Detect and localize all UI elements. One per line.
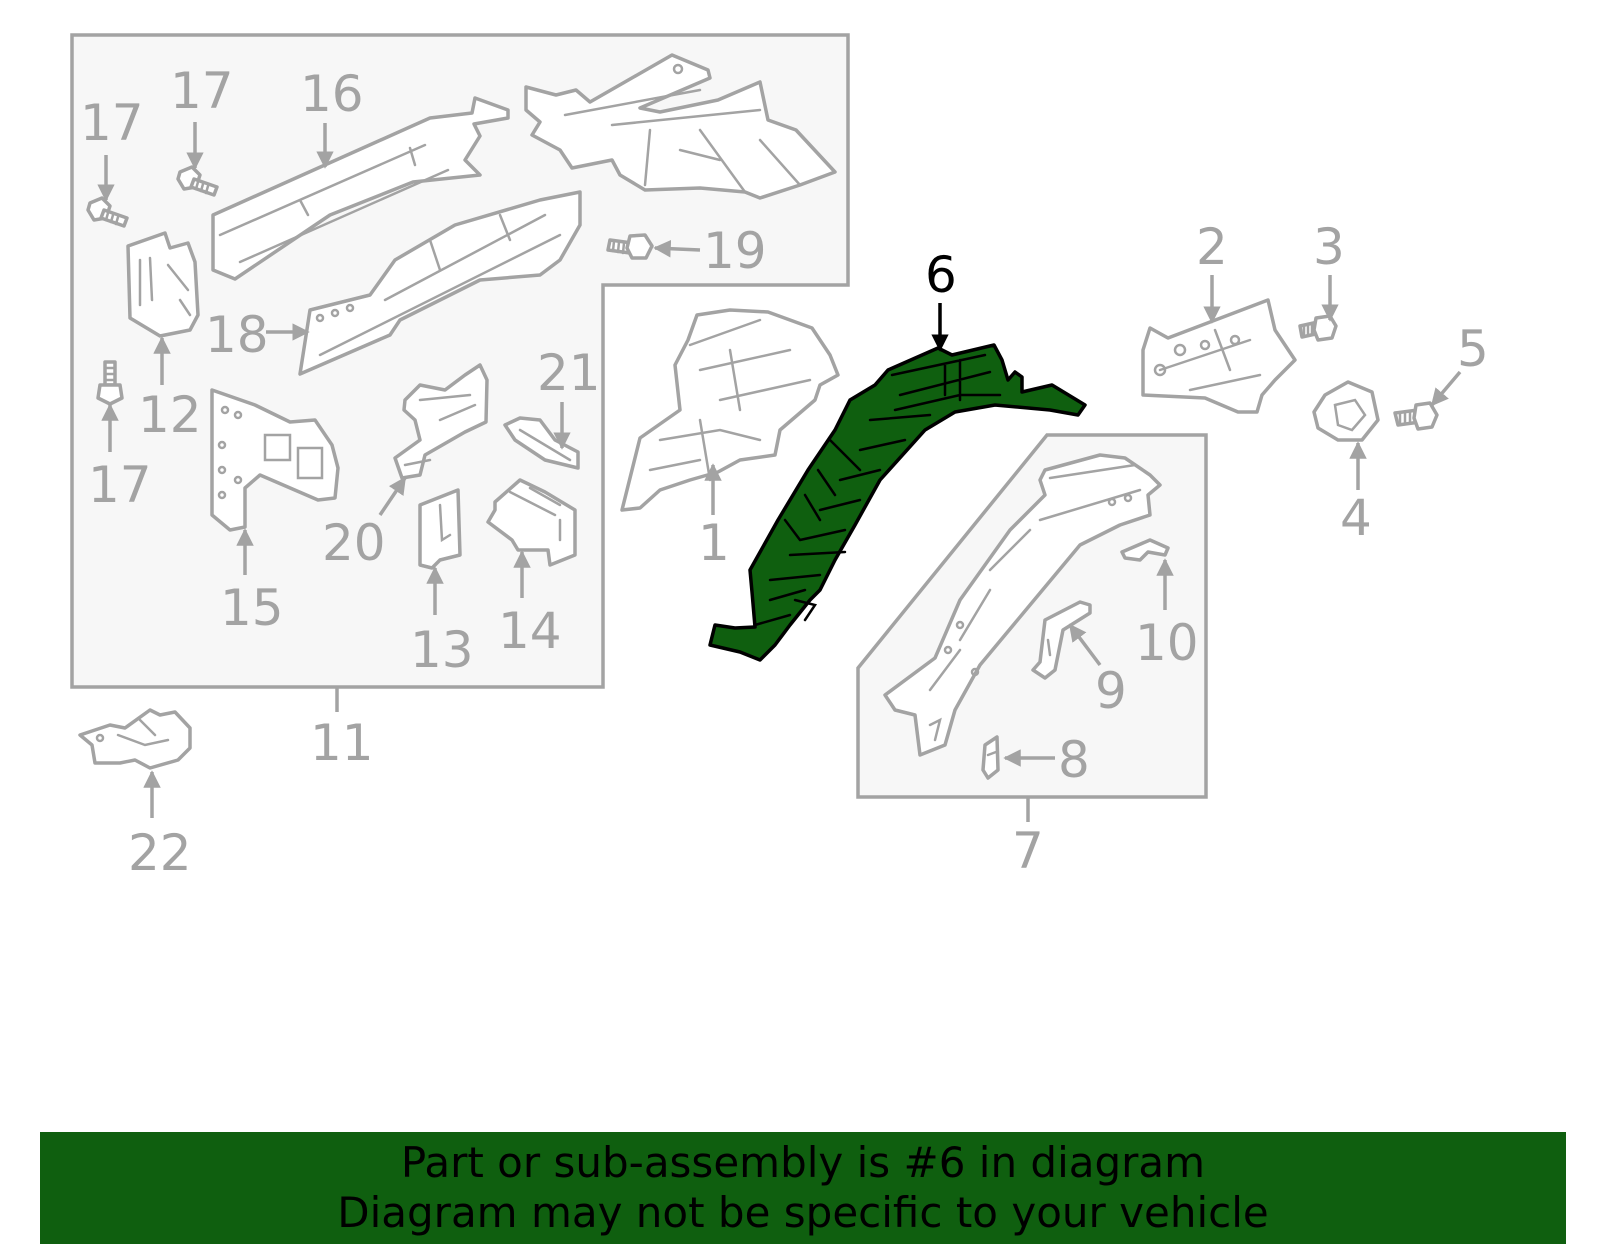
part-6-wheelhouse-reinforcement[interactable] <box>708 343 1087 662</box>
callout-7: 7 <box>1012 822 1044 880</box>
callout-22: 22 <box>128 824 192 882</box>
callout-12: 12 <box>138 386 202 444</box>
callout-9: 9 <box>1095 662 1127 720</box>
callout-1: 1 <box>698 514 730 572</box>
part-15-plate[interactable] <box>210 388 340 532</box>
leader-5 <box>1430 370 1462 407</box>
part-12-bracket[interactable] <box>126 231 200 338</box>
callout-19: 19 <box>703 222 767 280</box>
callout-3: 3 <box>1313 218 1345 276</box>
part-3-bolt[interactable] <box>1298 314 1338 342</box>
callout-14: 14 <box>498 602 562 660</box>
callout-13: 13 <box>410 621 474 679</box>
leader-lines <box>97 122 1462 822</box>
callout-21: 21 <box>537 344 601 402</box>
callout-16: 16 <box>300 65 364 123</box>
part-5-bolt[interactable] <box>1393 401 1439 431</box>
callout-6: 6 <box>925 246 957 304</box>
callout-2: 2 <box>1196 218 1228 276</box>
part-7-outer-reinforcement[interactable] <box>883 453 1162 757</box>
part-upper-inner-panel[interactable] <box>524 53 837 200</box>
callout-11: 11 <box>310 714 374 772</box>
part-14-bracket[interactable] <box>486 478 577 567</box>
banner-line-2: Diagram may not be specific to your vehi… <box>337 1188 1269 1237</box>
part-10-clip[interactable] <box>1120 538 1170 562</box>
part-8-bracket[interactable] <box>981 735 1000 780</box>
part-17-bolt-c[interactable] <box>96 360 124 406</box>
part-18-lower-rail[interactable] <box>298 190 582 376</box>
part-13-bracket[interactable] <box>418 488 462 570</box>
leader-9 <box>1068 623 1102 667</box>
callout-17c: 17 <box>88 456 152 514</box>
callout-4: 4 <box>1340 489 1372 547</box>
part-19-bolt[interactable] <box>606 233 654 260</box>
part-21-brace[interactable] <box>503 416 580 470</box>
leader-20 <box>378 476 407 516</box>
part-20-bracket[interactable] <box>393 363 489 480</box>
leader-19 <box>653 239 701 258</box>
callout-18: 18 <box>205 306 269 364</box>
callout-15: 15 <box>220 579 284 637</box>
part-2-plate[interactable] <box>1141 298 1297 414</box>
callout-numbers: 17 17 16 19 18 12 17 21 20 15 13 14 11 2… <box>80 62 1489 882</box>
banner-line-1: Part or sub-assembly is #6 in diagram <box>400 1138 1206 1187</box>
callout-5: 5 <box>1457 320 1489 378</box>
part-1-inner-wheelhouse[interactable] <box>620 308 840 512</box>
callout-10: 10 <box>1135 614 1199 672</box>
callout-17a: 17 <box>80 94 144 152</box>
callout-20: 20 <box>322 514 386 572</box>
callout-8: 8 <box>1058 731 1090 789</box>
callout-17b: 17 <box>170 62 234 120</box>
part-17-bolt-b[interactable] <box>176 165 219 197</box>
info-banner: Part or sub-assembly is #6 in diagram Di… <box>40 1132 1566 1244</box>
part-4-nut-plate[interactable] <box>1312 380 1380 442</box>
part-22-bracket[interactable] <box>78 708 192 770</box>
part-16-upper-rail[interactable] <box>211 96 510 281</box>
part-9-bracket[interactable] <box>1031 600 1092 680</box>
